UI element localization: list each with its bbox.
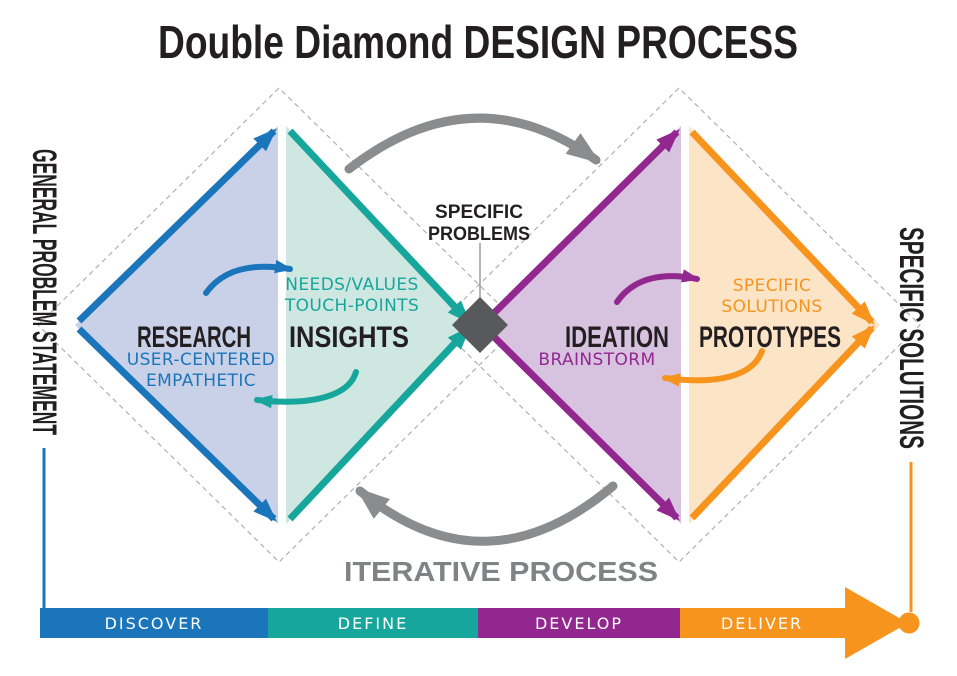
converge-arrow-orange-top bbox=[689, 129, 875, 325]
iterative-process-label: ITERATIVE PROCESS bbox=[344, 556, 658, 587]
insights-sub1: NEEDS/VALUES bbox=[285, 275, 418, 295]
phase-bar-discover bbox=[40, 608, 268, 638]
converge-arrow-teal-bottom bbox=[287, 326, 471, 522]
research-heading: RESEARCH bbox=[137, 321, 251, 354]
ideation-half bbox=[480, 126, 681, 524]
dashed-outline-right-diamond bbox=[437, 87, 921, 563]
diverge-arrow-blue-bottom bbox=[76, 326, 277, 522]
diverge-arrow-blue-top bbox=[76, 128, 277, 324]
ideation-to-prototypes-arrow bbox=[614, 269, 700, 305]
timeline-arrowhead-icon bbox=[845, 587, 908, 659]
phase-label-discover: DISCOVER bbox=[105, 614, 204, 633]
ideation-heading: IDEATION bbox=[565, 321, 669, 354]
timeline-end-dot-icon bbox=[898, 612, 920, 634]
converge-arrow-teal-top bbox=[287, 128, 471, 324]
insights-heading: INSIGHTS bbox=[289, 321, 409, 354]
iterate-arrow-bottom bbox=[355, 481, 618, 546]
phase-label-define: DEFINE bbox=[338, 614, 408, 633]
page-title: Double Diamond DESIGN PROCESS bbox=[158, 16, 798, 68]
phase-bar-define bbox=[268, 608, 478, 638]
insights-sub2: TOUCH-POINTS bbox=[284, 296, 419, 316]
insights-to-research-arrow bbox=[254, 369, 359, 409]
iterate-arrow-top bbox=[344, 113, 601, 174]
diverge-arrow-purple-top bbox=[483, 129, 680, 324]
diverge-arrow-purple-bottom bbox=[483, 326, 680, 521]
phase-label-develop: DEVELOP bbox=[535, 614, 623, 633]
research-sub1: USER-CENTERED bbox=[127, 350, 276, 370]
insights-half bbox=[286, 126, 478, 524]
research-half bbox=[75, 126, 278, 524]
prototypes-sub1: SPECIFIC bbox=[733, 276, 812, 296]
general-problem-statement-label: GENERAL PROBLEM STATEMENT bbox=[25, 149, 63, 435]
specific-problems-label-line2: PROBLEMS bbox=[428, 224, 530, 245]
ideation-sub1: BRAINSTORM bbox=[538, 350, 655, 370]
prototypes-half bbox=[689, 126, 880, 524]
phase-label-deliver: DELIVER bbox=[721, 614, 803, 633]
specific-problems-label-line1: SPECIFIC bbox=[435, 202, 523, 223]
research-to-insights-arrow bbox=[203, 259, 293, 296]
specific-solutions-label: SPECIFIC SOLUTIONS bbox=[892, 227, 930, 449]
center-junction-diamond bbox=[452, 297, 508, 353]
converge-arrow-orange-bottom bbox=[689, 325, 875, 521]
phase-bar-deliver bbox=[680, 608, 845, 638]
research-sub2: EMPATHETIC bbox=[146, 371, 256, 391]
prototypes-to-ideation-arrow bbox=[662, 348, 765, 387]
prototypes-sub2: SOLUTIONS bbox=[721, 297, 822, 317]
phase-bar-develop bbox=[478, 608, 680, 638]
prototypes-heading: PROTOTYPES bbox=[699, 321, 841, 354]
